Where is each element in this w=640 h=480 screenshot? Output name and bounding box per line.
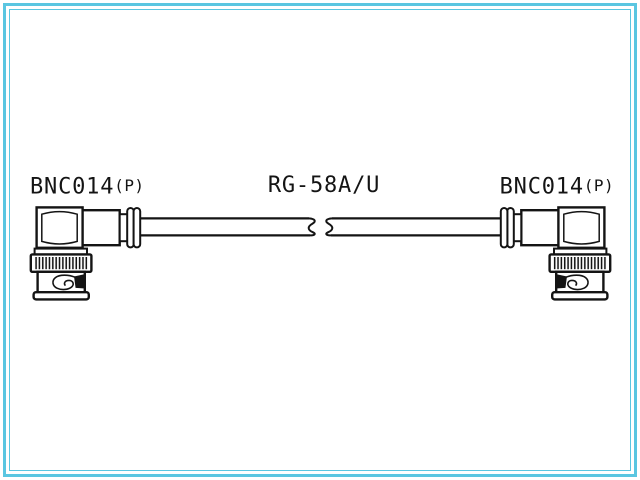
elbow-body-inner-contour	[41, 210, 78, 245]
connector-flange	[32, 291, 90, 301]
cable-entry-body	[80, 208, 121, 247]
right-connector-and-cable	[324, 206, 612, 301]
coupling-nut-knurling	[34, 257, 89, 270]
right-connector-label-suffix: (P)	[583, 176, 614, 195]
cable-type-label: RG-58A/U	[267, 173, 381, 198]
left-connector-and-cable	[29, 206, 316, 301]
left-connector-part-number: BNC014	[30, 174, 115, 200]
crimp-ring-2	[132, 207, 142, 249]
cable-break-icon	[307, 217, 316, 237]
left-connector-label: BNC014(P)	[30, 173, 144, 201]
right-connector-label: BNC014(P)	[500, 173, 614, 201]
right-connector-part-number: BNC014	[499, 174, 584, 200]
left-connector-label-suffix: (P)	[114, 176, 145, 195]
bayonet-slot-icon	[52, 274, 76, 291]
bayonet-slot-opening	[74, 274, 85, 289]
